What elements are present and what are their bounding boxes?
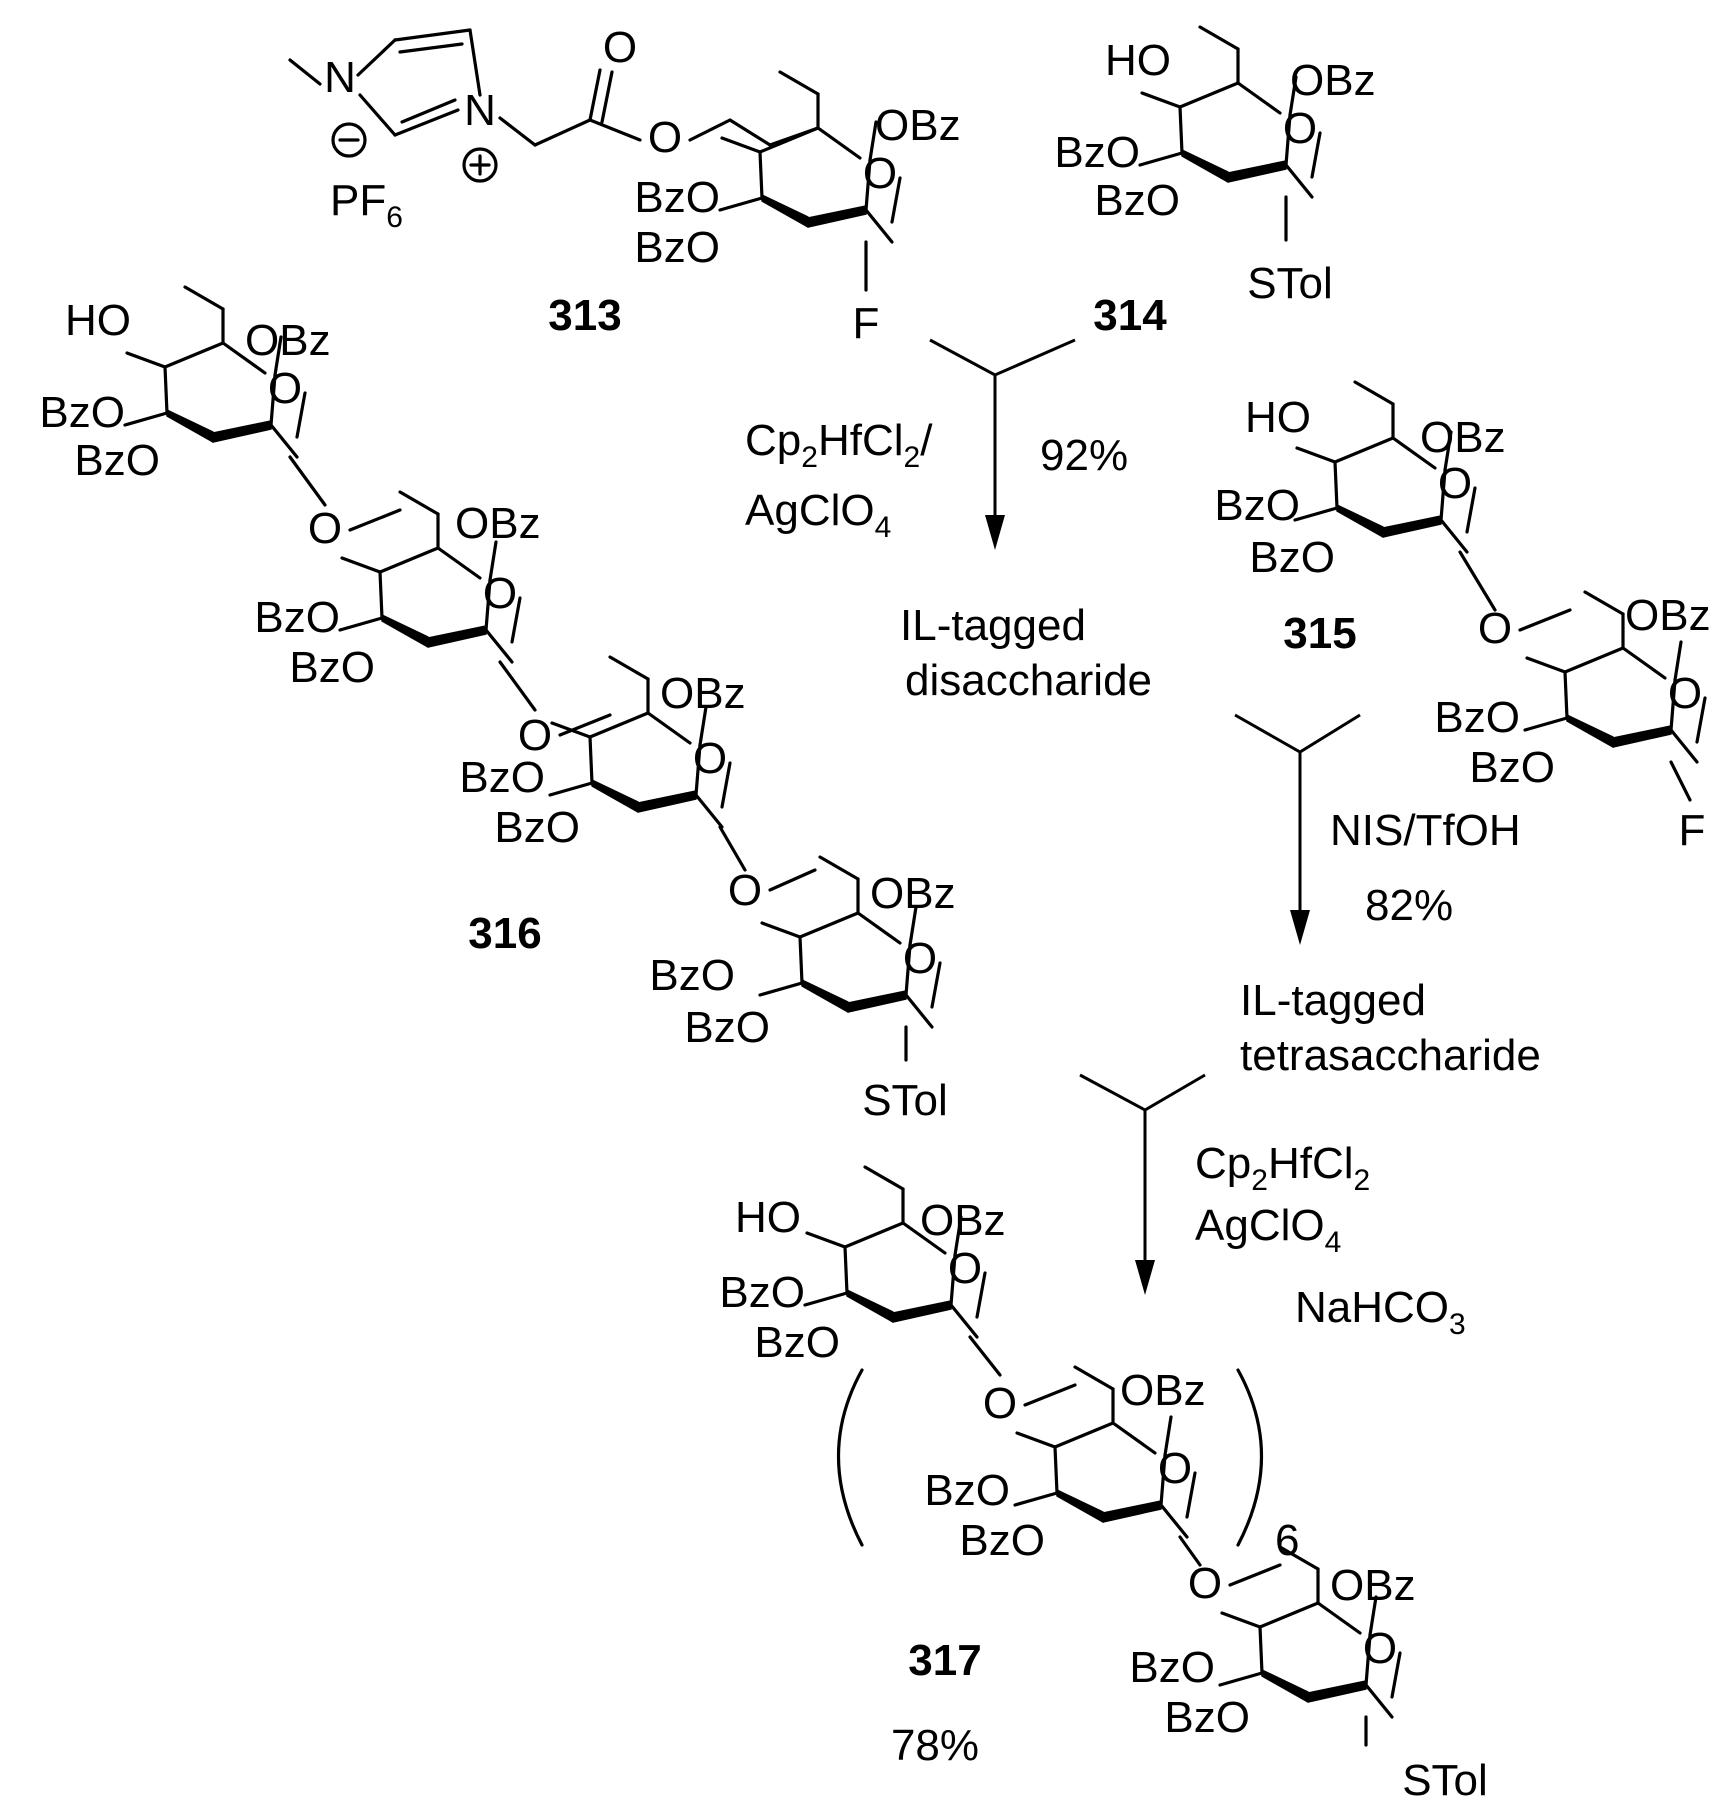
ho-label: HO: [1245, 393, 1311, 442]
bzo-label: BzO: [1249, 533, 1335, 582]
ring-o: O: [1668, 669, 1702, 718]
obz-label: OBz: [1290, 56, 1376, 105]
compound-313: N N O O PF6 OBz O BzO BzO F 313: [288, 23, 961, 348]
close-paren: [1236, 1368, 1264, 1547]
obz-label: OBz: [455, 499, 541, 548]
compound-315-id: 315: [1283, 609, 1356, 658]
step1-reagent-line2: AgClO4: [745, 486, 891, 544]
compound-314: HO OBz O BzO BzO STol 314: [1054, 25, 1376, 340]
obz-label: OBz: [920, 1196, 1006, 1245]
compound-315: HO OBz O BzO BzO O OBz O BzO BzO F 315: [1214, 380, 1711, 855]
step1-product-line1: IL-tagged: [900, 601, 1086, 650]
ring-o: O: [1158, 1444, 1192, 1493]
bzo-label: BzO: [634, 173, 720, 222]
stol-label: STol: [862, 1076, 948, 1125]
ring-o: O: [483, 569, 517, 618]
ring-o: O: [1363, 1624, 1397, 1673]
bzo-label: BzO: [649, 951, 735, 1000]
link-o: O: [983, 1379, 1017, 1428]
arrow-head-icon: [1290, 910, 1310, 945]
link-o: O: [1478, 604, 1512, 653]
step2-reagent: NIS/TfOH: [1330, 806, 1521, 855]
bzo-label: BzO: [1094, 176, 1180, 225]
ho-label: HO: [735, 1193, 801, 1242]
link-o: O: [728, 866, 762, 915]
bzo-label: BzO: [1214, 481, 1300, 530]
bzo-label: BzO: [289, 643, 375, 692]
arrow-head-icon: [1135, 1260, 1155, 1295]
stol-label: STol: [1402, 1756, 1488, 1800]
step-2: NIS/TfOH 82% IL-tagged tetrasaccharide: [1234, 713, 1541, 1080]
link-o: O: [1188, 1559, 1222, 1608]
ring-o: O: [693, 734, 727, 783]
bzo-label: BzO: [634, 223, 720, 272]
atom-o: O: [648, 113, 682, 162]
atom-n: N: [324, 53, 356, 102]
step2-product-line2: tetrasaccharide: [1240, 1031, 1541, 1080]
ring-o: O: [948, 1244, 982, 1293]
compound-316-id: 316: [468, 909, 541, 958]
ring-o: O: [863, 149, 897, 198]
bzo-label: BzO: [1434, 693, 1520, 742]
bzo-label: BzO: [1054, 128, 1140, 177]
step1-reagent-line1: Cp2HfCl2/: [745, 416, 933, 474]
ring-o: O: [1438, 459, 1472, 508]
compound-317-id: 317: [908, 1636, 981, 1685]
step3-reagent-line1: Cp2HfCl2: [1195, 1139, 1370, 1197]
arrow-head-icon: [985, 515, 1005, 550]
step2-yield: 82%: [1365, 881, 1453, 930]
compound-317: HO OBz O BzO BzO O OBz O BzO BzO O 6 OBz…: [719, 1165, 1488, 1800]
bzo-label: BzO: [459, 753, 545, 802]
bzo-label: BzO: [74, 436, 160, 485]
step2-product-line1: IL-tagged: [1240, 976, 1426, 1025]
obz-label: OBz: [1120, 1366, 1206, 1415]
bzo-label: BzO: [39, 388, 125, 437]
step-3: Cp2HfCl2 AgClO4 NaHCO3: [1079, 1073, 1466, 1341]
compound-313-id: 313: [548, 291, 621, 340]
ho-label: HO: [1105, 36, 1171, 85]
obz-label: OBz: [660, 669, 746, 718]
bzo-label: BzO: [1469, 743, 1555, 792]
obz-label: OBz: [1420, 413, 1506, 462]
bzo-label: BzO: [754, 1318, 840, 1367]
step-1: Cp2HfCl2/ AgClO4 92% IL-tagged disacchar…: [745, 338, 1152, 705]
compound-316: HO OBz O BzO BzO O OBz O BzO BzO O OBz O…: [39, 285, 956, 1125]
atom-o: O: [603, 23, 637, 72]
link-o: O: [308, 504, 342, 553]
compound-317-yield: 78%: [891, 1721, 979, 1770]
ring-o: O: [903, 934, 937, 983]
compound-314-id: 314: [1093, 291, 1167, 340]
link-o: O: [518, 711, 552, 760]
bzo-label: BzO: [254, 593, 340, 642]
obz-label: OBz: [870, 869, 956, 918]
obz-label: OBz: [1625, 591, 1711, 640]
ring-o: O: [268, 364, 302, 413]
bzo-label: BzO: [1129, 1643, 1215, 1692]
bzo-label: BzO: [924, 1466, 1010, 1515]
step1-yield: 92%: [1040, 431, 1128, 480]
open-paren: [836, 1368, 864, 1547]
step1-product-line2: disaccharide: [905, 656, 1152, 705]
step3-reagent-line3: NaHCO3: [1295, 1283, 1466, 1341]
f-label: F: [1679, 806, 1706, 855]
step3-reagent-line2: AgClO4: [1195, 1201, 1341, 1259]
minus-charge-icon: [331, 122, 367, 158]
ring-o: O: [1283, 104, 1317, 153]
obz-label: OBz: [245, 316, 331, 365]
bzo-label: BzO: [959, 1516, 1045, 1565]
plus-charge-icon: [462, 147, 498, 183]
ho-label: HO: [65, 296, 131, 345]
pf6-label: PF6: [330, 176, 403, 234]
bzo-label: BzO: [494, 803, 580, 852]
atom-n: N: [464, 86, 496, 135]
bzo-label: BzO: [719, 1268, 805, 1317]
f-label: F: [853, 299, 880, 348]
bzo-label: BzO: [1164, 1693, 1250, 1742]
bzo-label: BzO: [684, 1003, 770, 1052]
obz-label: OBz: [1330, 1561, 1416, 1610]
obz-label: OBz: [875, 101, 961, 150]
stol-label: STol: [1247, 259, 1333, 308]
